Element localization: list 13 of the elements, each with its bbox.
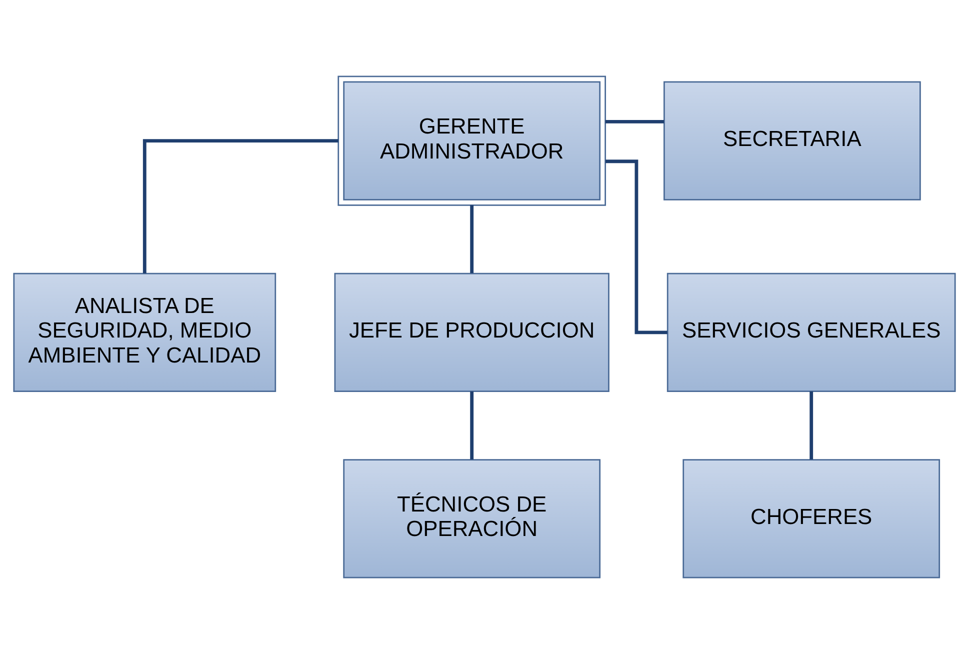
connector — [606, 160, 668, 334]
node-box: SERVICIOS GENERALES — [666, 272, 956, 392]
node-box: ANALISTA DE SEGURIDAD, MEDIO AMBIENTE Y CALIDAD — [13, 272, 276, 392]
connector — [810, 391, 814, 460]
node-box: GERENTE ADMINISTRADOR — [338, 76, 606, 206]
node-box: JEFE DE PRODUCCION — [334, 272, 610, 392]
connector — [470, 205, 474, 274]
connector — [605, 120, 664, 124]
connector — [142, 139, 338, 274]
node-box: CHOFERES — [682, 459, 940, 578]
connector — [470, 391, 474, 460]
node-box: TÉCNICOS DE OPERACIÓN — [343, 459, 601, 578]
node-box: SECRETARIA — [664, 81, 921, 200]
